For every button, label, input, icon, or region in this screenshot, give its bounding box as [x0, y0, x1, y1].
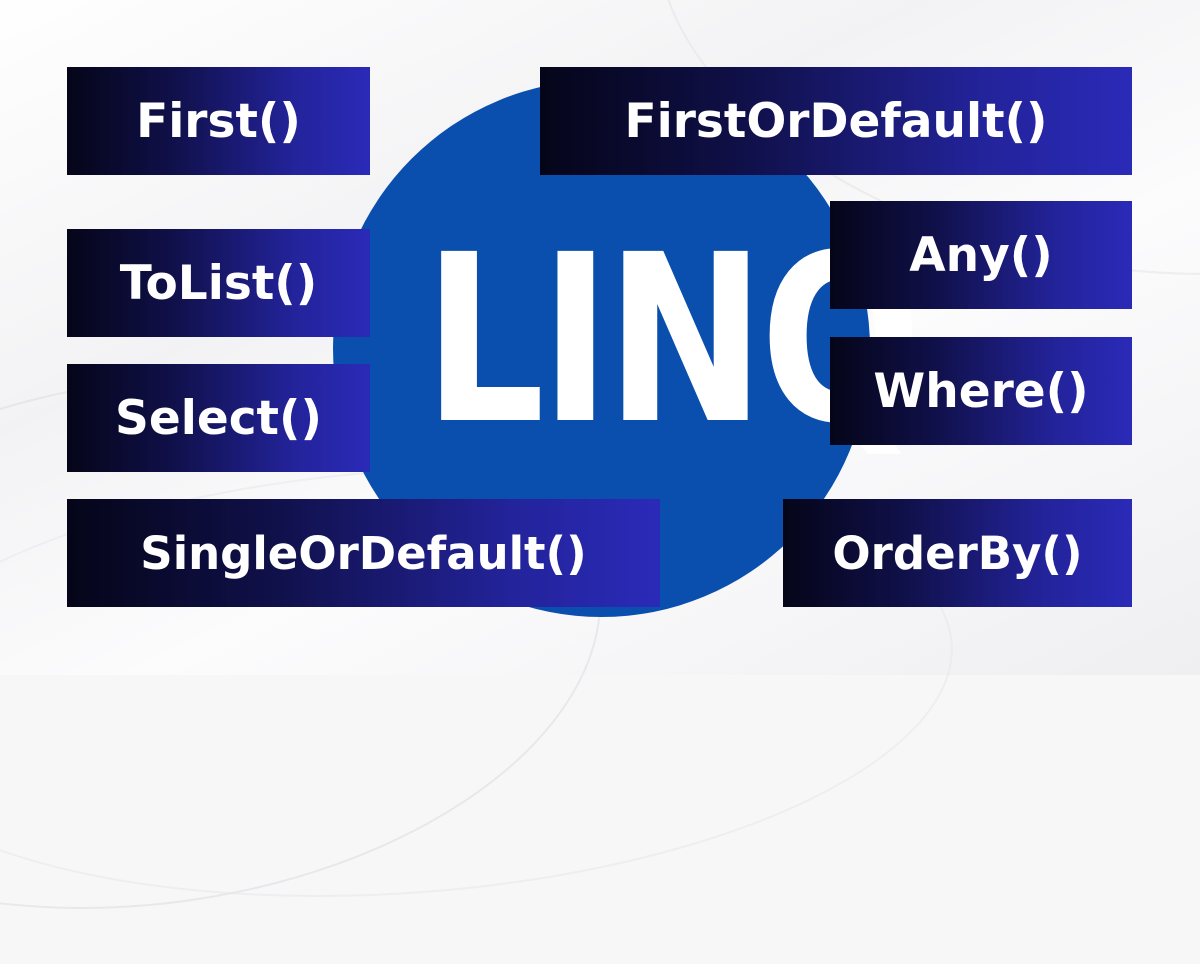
method-select-tag: Select(): [67, 364, 370, 472]
method-to-list-tag: ToList(): [67, 229, 370, 337]
method-first-or-default-tag: FirstOrDefault(): [540, 67, 1132, 175]
method-where-tag: Where(): [830, 337, 1132, 445]
method-any-tag: Any(): [830, 201, 1132, 309]
linq-title: LINQ: [423, 205, 922, 475]
method-order-by-tag: OrderBy(): [783, 499, 1132, 607]
method-single-or-default-tag: SingleOrDefault(): [67, 499, 660, 607]
method-first-tag: First(): [67, 67, 370, 175]
